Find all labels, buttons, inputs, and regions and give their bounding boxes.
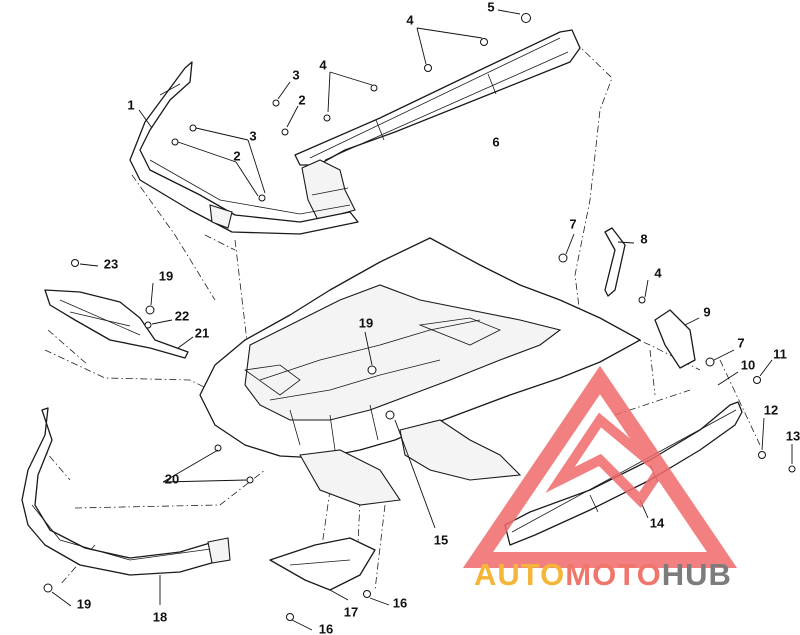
left-skid-plate (44, 289, 189, 359)
watermark-text: AUTOMOTOHUB (474, 557, 732, 592)
callout-c22: 22 (175, 308, 189, 323)
leader-lines (51, 9, 793, 631)
callout-c4a: 4 (406, 12, 414, 27)
callout-c20: 20 (165, 471, 179, 486)
callout-c13: 13 (786, 428, 800, 443)
main-belly-pan (199, 237, 641, 506)
upper-bumper-bar (294, 29, 581, 221)
callout-c18: 18 (153, 609, 167, 624)
callout-c2a: 2 (298, 92, 305, 107)
fasteners (43, 13, 796, 621)
watermark-suffix: HUB (662, 557, 732, 592)
bottom-skid-plate (269, 537, 376, 591)
callout-c1: 1 (127, 97, 134, 112)
left-lower-bumper (21, 407, 231, 576)
callout-c3b: 3 (249, 128, 256, 143)
callout-c2b: 2 (233, 148, 240, 163)
callout-c23: 23 (104, 256, 118, 271)
callout-c7b: 7 (737, 335, 744, 350)
callout-c3a: 3 (292, 67, 299, 82)
right-bumper-bar (504, 401, 743, 546)
callout-c14: 14 (650, 515, 665, 530)
callout-c11: 11 (773, 346, 787, 361)
callout-c16b: 16 (319, 621, 333, 635)
callout-c17: 17 (344, 604, 358, 619)
watermark-prefix: AUTO (474, 557, 565, 592)
callout-c4b: 4 (319, 57, 327, 72)
right-side-bracket (604, 227, 696, 369)
callout-c12: 12 (764, 402, 778, 417)
callout-c16a: 16 (393, 595, 407, 610)
callout-c21: 21 (195, 325, 209, 340)
callout-c4c: 4 (654, 265, 662, 280)
callout-c8: 8 (640, 231, 647, 246)
left-bumper-bracket (129, 61, 359, 235)
callout-c10: 10 (741, 357, 755, 372)
watermark-logo-icon (462, 365, 738, 568)
callout-c19a: 19 (159, 268, 173, 283)
callout-c7a: 7 (569, 216, 576, 231)
callout-c19b: 19 (359, 315, 373, 330)
callout-c15: 15 (434, 532, 448, 547)
callout-c9: 9 (703, 304, 710, 319)
callout-c5: 5 (487, 0, 494, 14)
callout-c6: 6 (492, 134, 499, 149)
callout-c19c: 19 (77, 596, 91, 611)
watermark-middle: MOTO (565, 557, 661, 592)
